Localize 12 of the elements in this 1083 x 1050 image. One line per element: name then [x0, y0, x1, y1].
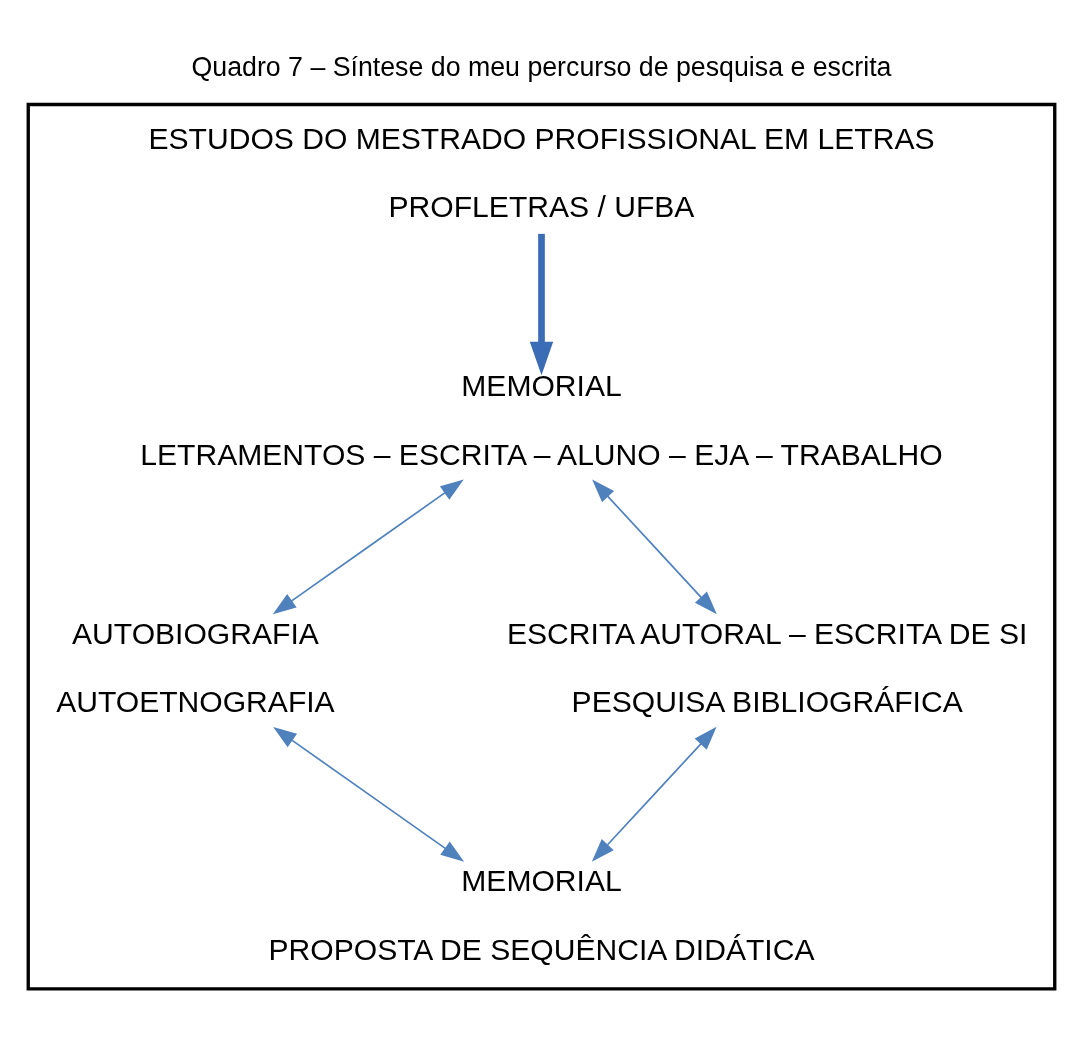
diagram-title: Quadro 7 – Síntese do meu percurso de pesquisa e escrita	[191, 51, 892, 82]
arrow	[592, 479, 717, 615]
node-text: MEMORIAL PROPOSTA DE SEQUÊNCIA DIDÁTICA	[268, 863, 815, 966]
arrow	[272, 479, 464, 615]
arrow	[273, 726, 465, 862]
node-text: ESCRITA AUTORAL – ESCRITA DE SI PESQUISA BIBLIOGRÁFICA	[507, 616, 1028, 719]
arrow	[591, 726, 717, 862]
node-text: MEMORIAL LETRAMENTOS – ESCRITA – ALUNO – EJA – TRABALHO	[140, 369, 943, 471]
node-text: AUTOBIOGRAFIA AUTOETNOGRAFIA	[56, 616, 335, 719]
arrow	[529, 233, 554, 376]
node-text: ESTUDOS DO MESTRADO PROFISSIONAL EM LETRAS PROFLETRAS / UFBA	[148, 121, 935, 224]
cluster	[26, 102, 1057, 991]
